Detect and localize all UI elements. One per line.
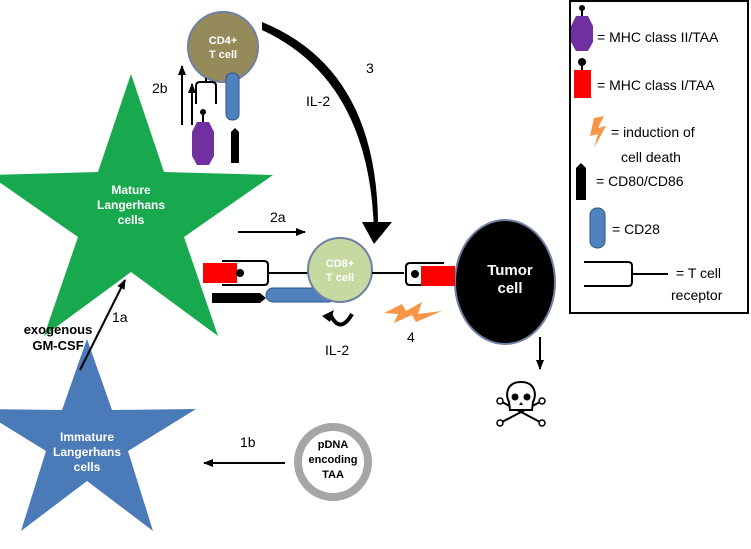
tumor-label: Tumor cell [487, 262, 533, 297]
svg-text:receptor: receptor [671, 287, 723, 303]
legend-death-label: = induction of cell death [611, 124, 695, 165]
legend-mhc2-icon [571, 5, 593, 51]
svg-text:cell: cell [497, 280, 522, 297]
mature-langerhans-star [0, 74, 273, 336]
svg-text:cells: cells [118, 213, 145, 227]
arrow-3-head [362, 222, 392, 244]
cd8-t-cell [307, 237, 373, 303]
svg-text:encoding: encoding [309, 454, 358, 466]
legend-mhc1-label: = MHC class I/TAA [597, 77, 715, 93]
svg-text:Langerhans: Langerhans [97, 198, 165, 212]
step-4-label: 4 [407, 329, 415, 345]
svg-text:Langerhans: Langerhans [53, 445, 121, 459]
gmcsf-label: exogenous GM-CSF [24, 322, 93, 353]
cd4-label: CD4+ T cell [209, 35, 237, 61]
mhc1-on-tumor [421, 266, 455, 286]
mhc1-stem-mature [236, 272, 244, 274]
cd4-t-cell [187, 11, 259, 83]
legend-cd28-label: = CD28 [612, 221, 660, 237]
tcr-cd8-right [372, 262, 444, 286]
legend-tcr-label: = T cell receptor [671, 265, 723, 303]
svg-text:Mature: Mature [111, 183, 151, 197]
step-3-label: 3 [366, 60, 374, 76]
svg-text:GM-CSF: GM-CSF [32, 338, 83, 353]
legend-cd28-icon [589, 207, 606, 249]
il2-loop-head [322, 310, 334, 322]
step-2b-label: 2b [152, 80, 168, 96]
skull-icon [496, 380, 546, 427]
svg-text:exogenous: exogenous [24, 322, 93, 337]
step-2a-label: 2a [270, 209, 286, 225]
legend-mhc1-icon [574, 58, 591, 98]
cd80-mature-top [231, 128, 239, 163]
legend-tcr-icon [584, 261, 668, 287]
immature-langerhans-label: Immature Langerhans cells [53, 430, 121, 474]
svg-text:CD8+: CD8+ [326, 258, 354, 270]
mhc1-dot-tumor [411, 270, 419, 278]
tcr-cd4 [195, 78, 217, 104]
legend-mhc2-label: = MHC class II/TAA [597, 29, 719, 45]
mhc1-on-mature [203, 263, 237, 283]
cd28-cd4 [225, 72, 240, 121]
svg-text:= T cell: = T cell [676, 265, 721, 281]
mhc2-on-mature [192, 109, 214, 165]
lightning-main [384, 302, 442, 323]
legend-lightning-icon [590, 116, 606, 148]
cd8-label: CD8+ T cell [326, 258, 354, 284]
immature-langerhans-star [0, 339, 196, 531]
arrow-3 [262, 22, 379, 232]
svg-text:CD4+: CD4+ [209, 35, 237, 47]
legend-cd80-label: = CD80/CD86 [596, 173, 684, 189]
legend-cd80-icon [576, 163, 586, 200]
svg-text:T cell: T cell [326, 272, 354, 284]
svg-text:pDNA: pDNA [318, 439, 349, 451]
tcr-cd8-left [222, 260, 310, 286]
mature-langerhans-label: Mature Langerhans cells [97, 183, 165, 227]
svg-text:cell death: cell death [621, 149, 681, 165]
svg-text:cells: cells [74, 460, 101, 474]
svg-text:= induction of: = induction of [611, 124, 695, 140]
il2-bottom-label: IL-2 [325, 342, 349, 358]
pdna-ring [294, 423, 372, 501]
arrow-1a [79, 279, 126, 371]
il2-top-label: IL-2 [306, 93, 330, 109]
svg-text:Tumor: Tumor [487, 262, 533, 279]
svg-text:Immature: Immature [60, 430, 114, 444]
svg-text:TAA: TAA [322, 469, 344, 481]
pdna-label: pDNA encoding TAA [309, 439, 358, 481]
step-1b-label: 1b [240, 434, 256, 450]
step-1a-label: 1a [112, 309, 128, 325]
cd80-mature-side [212, 293, 266, 303]
svg-text:T cell: T cell [209, 49, 237, 61]
il2-loop [328, 312, 354, 327]
